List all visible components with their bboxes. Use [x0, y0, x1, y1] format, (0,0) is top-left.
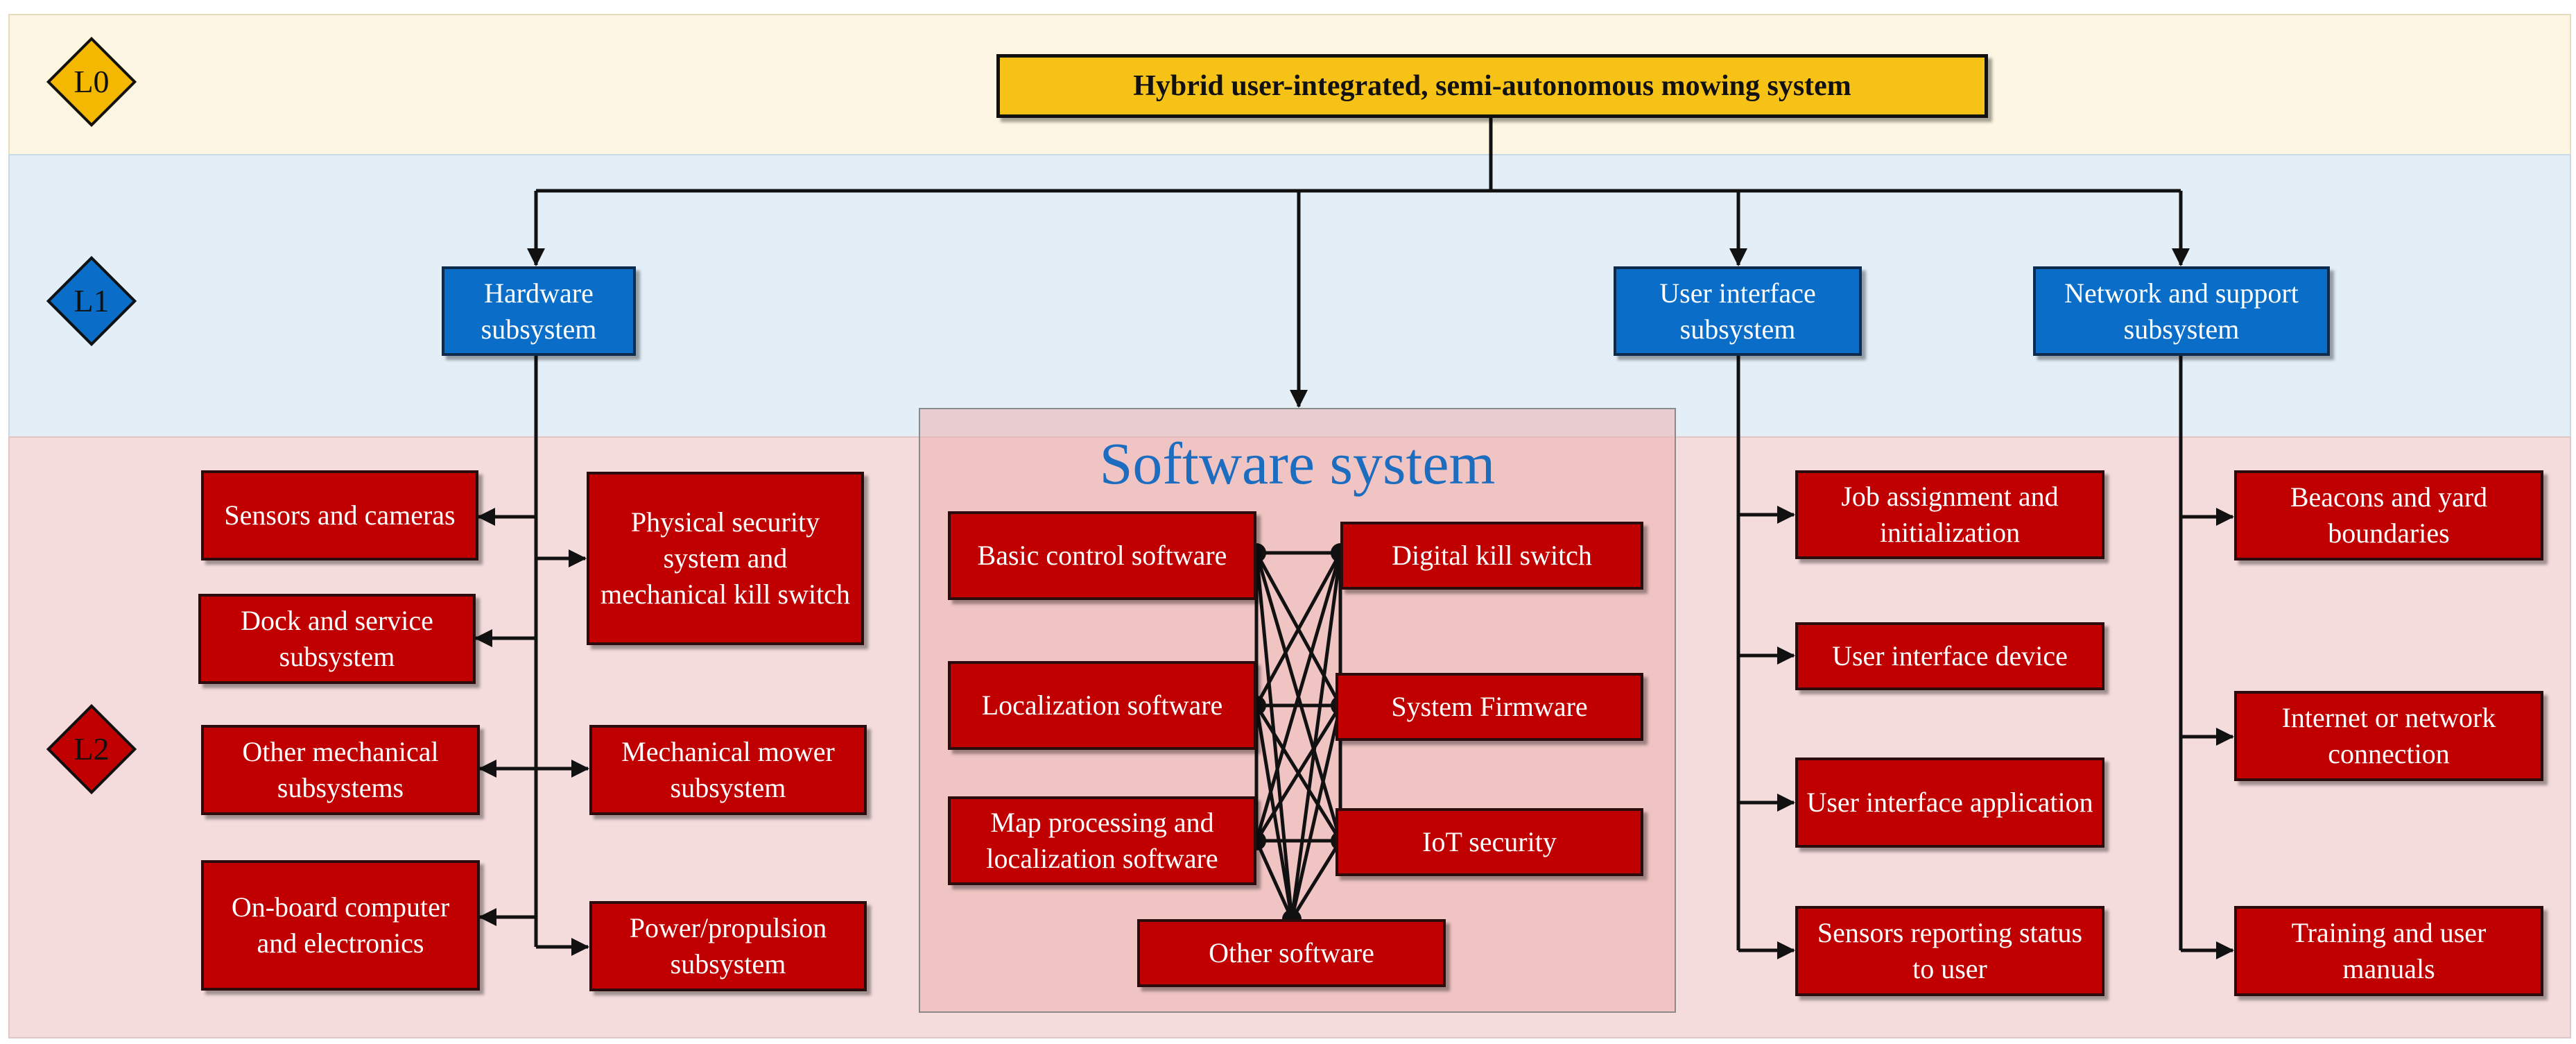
other-mechanical-node[interactable]: Other mechanical subsystems	[201, 725, 480, 815]
mechanical-mower-node[interactable]: Mechanical mower subsystem	[589, 725, 867, 815]
job-assignment-node[interactable]: Job assignment and initialization	[1795, 470, 2104, 559]
sensors-reporting-node[interactable]: Sensors reporting status to user	[1795, 906, 2104, 996]
internet-connection-node[interactable]: Internet or network connection	[2234, 691, 2543, 781]
training-manuals-node[interactable]: Training and user manuals	[2234, 906, 2543, 996]
hardware-subsystem-node[interactable]: Hardware subsystem	[442, 266, 636, 356]
beacons-boundaries-node[interactable]: Beacons and yard boundaries	[2234, 470, 2543, 560]
sensors-cameras-node[interactable]: Sensors and cameras	[201, 470, 478, 560]
other-software-node[interactable]: Other software	[1137, 919, 1446, 987]
level-1-label: L1	[74, 283, 110, 318]
digital-kill-switch-node[interactable]: Digital kill switch	[1340, 522, 1643, 590]
software-system-title: Software system	[1099, 430, 1496, 497]
iot-security-node[interactable]: IoT security	[1335, 808, 1643, 876]
dock-service-node[interactable]: Dock and service subsystem	[198, 594, 476, 684]
system-firmware-node[interactable]: System Firmware	[1335, 673, 1643, 741]
level-0-label: L0	[74, 64, 110, 99]
root-node[interactable]: Hybrid user-integrated, semi-autonomous …	[996, 54, 1988, 118]
level-2-label: L2	[74, 731, 110, 767]
network-support-subsystem-node[interactable]: Network and support subsystem	[2033, 266, 2330, 356]
user-interface-application-node[interactable]: User interface application	[1795, 758, 2104, 848]
localization-node[interactable]: Localization software	[948, 661, 1256, 750]
user-interface-device-node[interactable]: User interface device	[1795, 622, 2104, 690]
user-interface-subsystem-node[interactable]: User interface subsystem	[1614, 266, 1862, 356]
basic-control-node[interactable]: Basic control software	[948, 511, 1256, 600]
power-propulsion-node[interactable]: Power/propulsion subsystem	[589, 901, 867, 991]
physical-security-node[interactable]: Physical security system and mechanical …	[587, 472, 864, 645]
map-processing-node[interactable]: Map processing and localization software	[948, 796, 1256, 885]
onboard-computer-node[interactable]: On-board computer and electronics	[201, 860, 480, 991]
